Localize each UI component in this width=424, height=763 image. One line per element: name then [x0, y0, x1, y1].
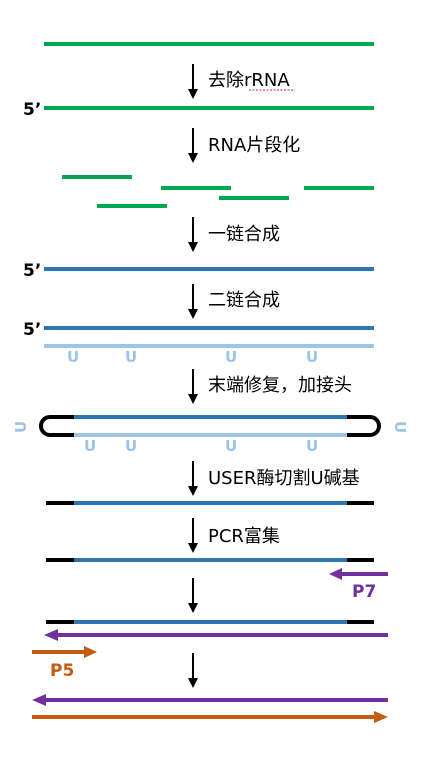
step-label-second-strand: 二链合成 — [208, 290, 280, 311]
uracil-label-adapter-left: U — [12, 421, 30, 433]
final-library-p5-strand — [32, 711, 388, 723]
step-arrow-user-enzyme — [188, 461, 198, 496]
step-arrow-pcr — [188, 518, 198, 553]
final-library-p7-strand — [32, 694, 388, 706]
adapter-ligated-fragment — [39, 415, 381, 437]
uracil-label-adapter-right: U — [391, 421, 409, 433]
uracil-label: U — [84, 437, 96, 455]
step-label-fragmentation: RNA片段化 — [208, 135, 300, 156]
uracil-label: U — [125, 348, 137, 366]
uracil-label: U — [306, 348, 318, 366]
primer-p5-label: P5 — [50, 661, 74, 681]
primer-p5-arrow — [32, 646, 97, 658]
adapter-hairpin-right — [369, 415, 381, 437]
uracil-label: U — [306, 437, 318, 455]
step-arrow-remove-rrna — [188, 64, 198, 99]
step-arrow-amplification — [188, 653, 198, 688]
primer-p7-arrow — [329, 568, 388, 580]
step-label-end-repair: 末端修复，加接头 — [208, 375, 352, 396]
uracil-label: U — [67, 348, 79, 366]
uracil-label: U — [225, 348, 237, 366]
five-prime-label-3: 5’ — [23, 320, 41, 340]
uracil-marks-second-strand: U U U U — [67, 348, 318, 366]
step-arrow-first-strand — [188, 217, 198, 252]
primer-p7-label: P7 — [352, 582, 376, 602]
five-prime-label-2: 5’ — [23, 261, 41, 281]
uracil-marks-adapters: U U U U U U — [12, 421, 409, 455]
step-label-remove-rrna: 去除rRNA — [208, 70, 290, 91]
adapter-hairpin-left — [39, 415, 51, 437]
step-arrow-extension — [188, 578, 198, 613]
rna-fragments — [62, 175, 374, 208]
extended-p7-strand — [44, 629, 388, 641]
step-label-user-enzyme: USER酶切割U碱基 — [208, 468, 360, 489]
step-label-pcr: PCR富集 — [208, 526, 280, 547]
uracil-label: U — [125, 437, 137, 455]
uracil-label: U — [225, 437, 237, 455]
step-arrow-fragmentation — [188, 128, 198, 163]
step-arrow-second-strand — [188, 284, 198, 319]
five-prime-label-1: 5’ — [23, 100, 41, 120]
step-label-first-strand: 一链合成 — [208, 224, 280, 245]
step-arrow-end-repair — [188, 369, 198, 404]
